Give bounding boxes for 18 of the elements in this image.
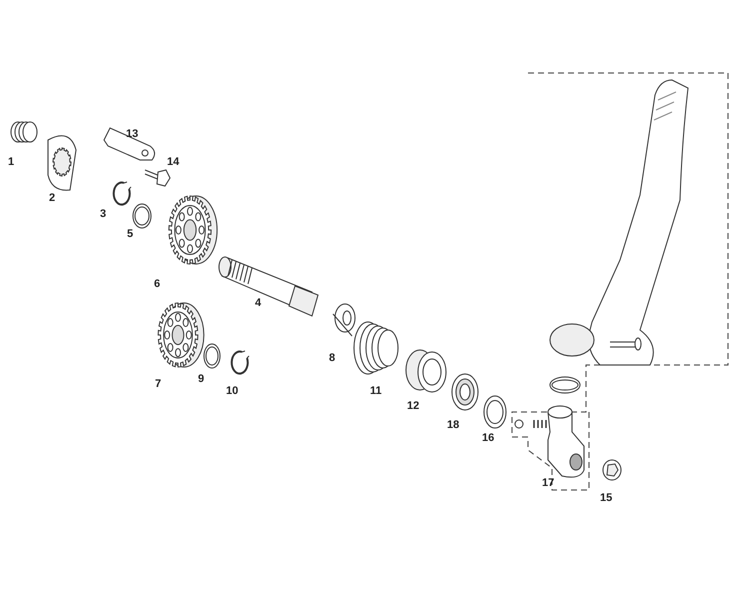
callout-number: 15	[600, 492, 612, 504]
callout-number: 18	[447, 419, 460, 431]
callout-number: 8	[329, 352, 336, 364]
callout-number: 1	[8, 156, 14, 168]
callout-number: 6	[154, 278, 160, 290]
callout-number: 17	[542, 477, 554, 489]
callout-number: 5	[127, 228, 134, 240]
callout-number: 9	[198, 373, 204, 385]
callout-number: 10	[226, 385, 238, 397]
callout-number: 4	[255, 297, 262, 309]
callout-number: 12	[407, 400, 420, 412]
callout-number: 3	[100, 208, 106, 220]
callout-number: 7	[155, 378, 162, 390]
callout-number: 11	[370, 385, 382, 397]
callout-number: 2	[49, 192, 56, 204]
callout-number: 13	[126, 128, 138, 140]
callout-number: 14	[167, 156, 180, 168]
callout-number: 16	[482, 432, 494, 444]
